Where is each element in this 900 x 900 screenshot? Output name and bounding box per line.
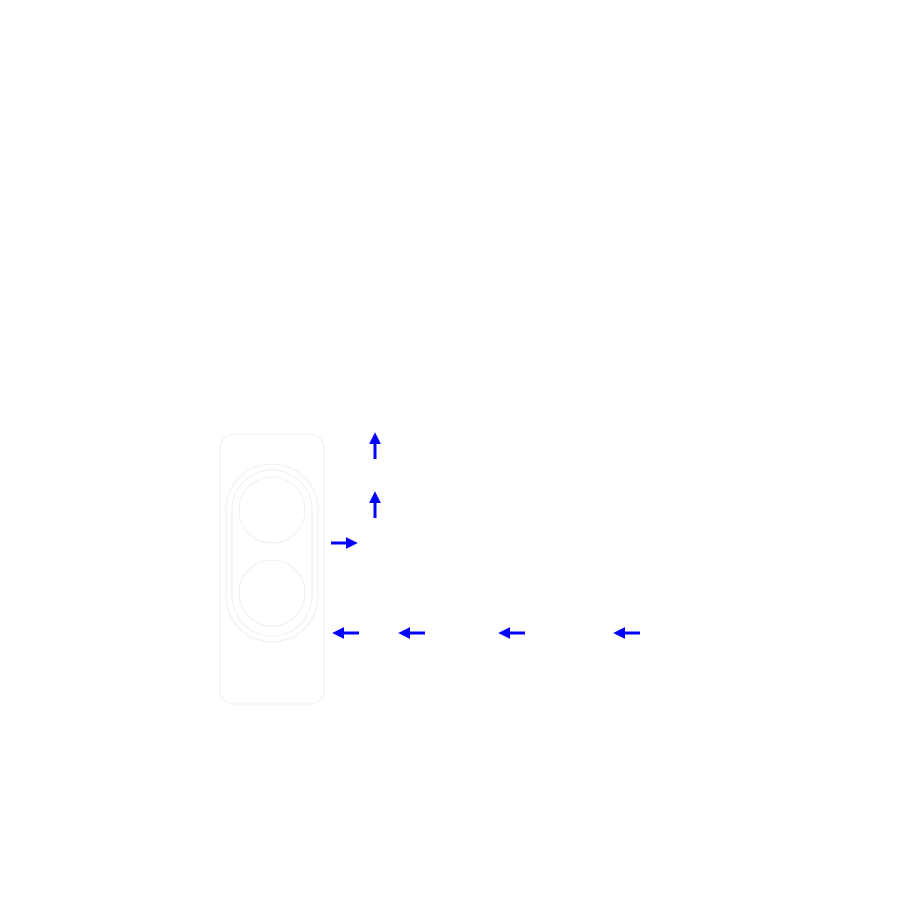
lens-ring (231, 469, 313, 637)
lower-lens (238, 559, 306, 627)
arrow-group (331, 432, 640, 639)
lens-housing (225, 463, 319, 643)
outer-body (219, 433, 325, 705)
camera-module-outline-icon (219, 433, 325, 705)
upper-lens (238, 476, 306, 544)
